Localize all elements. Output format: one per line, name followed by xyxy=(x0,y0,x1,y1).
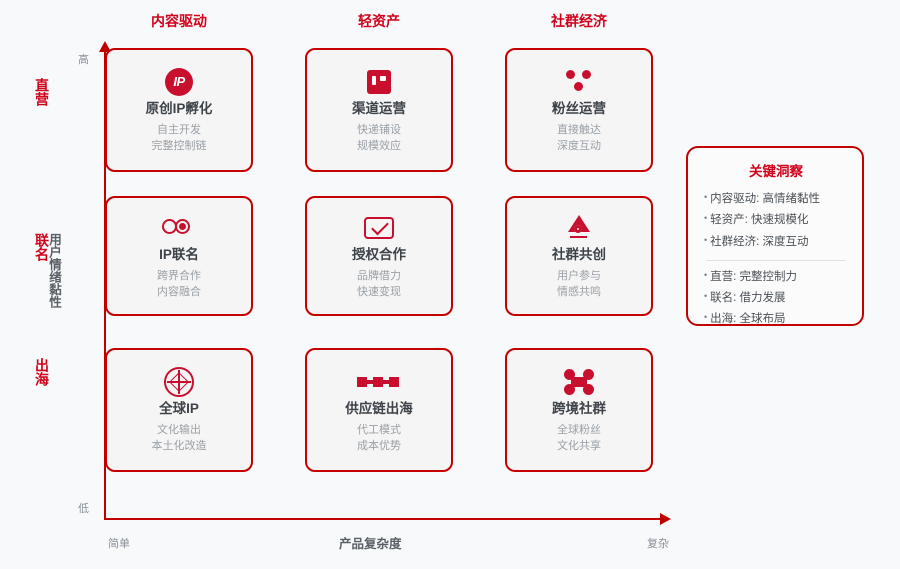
matrix-card-channel-ops[interactable]: 渠道运营 快递铺设 规模效应 xyxy=(305,48,453,172)
bullet-icon: • xyxy=(704,213,708,224)
x-axis-title: 产品复杂度 xyxy=(339,537,402,551)
matrix-card-supply-chain[interactable]: 供应链出海 代工模式 成本优势 xyxy=(305,348,453,472)
matrix-card-original-ip[interactable]: IP 原创IP孵化 自主开发 完整控制链 xyxy=(105,48,253,172)
bullet-icon: • xyxy=(704,234,708,245)
card-icon-wrap xyxy=(357,365,401,399)
card-title: 渠道运营 xyxy=(352,100,406,116)
bullet-icon: • xyxy=(704,269,708,280)
x-axis-end-label: 复杂 xyxy=(647,538,669,550)
insight-item: •出海: 全球布局 xyxy=(704,309,848,330)
insight-item-text: 联名: 借力发展 xyxy=(710,292,786,305)
bullet-icon: • xyxy=(704,291,708,302)
card-title: 跨境社群 xyxy=(552,400,606,416)
compass-globe-icon xyxy=(164,366,194,397)
card-subtitle-1: 跨界合作 xyxy=(157,270,201,283)
card-title: 授权合作 xyxy=(352,246,406,262)
insight-item: •社群经济: 深度互动 xyxy=(704,232,848,253)
insight-item: •直营: 完整控制力 xyxy=(704,267,848,288)
card-title: 粉丝运营 xyxy=(552,100,606,116)
card-subtitle-2: 本土化改造 xyxy=(151,440,207,453)
linked-rings-icon xyxy=(162,218,196,238)
matrix-card-licensing[interactable]: 授权合作 品牌借力 快速变现 xyxy=(305,196,453,316)
insight-item-text: 出海: 全球布局 xyxy=(710,313,786,326)
row-label-going-global: 出海 xyxy=(34,358,50,386)
card-icon-wrap xyxy=(564,65,594,99)
key-insight-panel: 关键洞察 •内容驱动: 高情绪黏性 •轻资产: 快速规模化 •社群经济: 深度互… xyxy=(686,146,864,326)
card-icon-wrap xyxy=(162,211,196,245)
check-box-icon xyxy=(364,216,394,239)
card-title: 社群共创 xyxy=(552,246,606,262)
insight-item: •联名: 借力发展 xyxy=(704,288,848,309)
card-icon-wrap xyxy=(364,211,394,245)
card-title: 供应链出海 xyxy=(345,400,413,416)
column-header-content-driven: 内容驱动 xyxy=(151,13,207,29)
insight-item-text: 社群经济: 深度互动 xyxy=(710,235,809,248)
card-subtitle-1: 快递铺设 xyxy=(357,124,401,137)
ip-badge-icon: IP xyxy=(165,67,193,96)
x-axis-line xyxy=(104,518,669,520)
matrix-card-cross-border-community[interactable]: 跨境社群 全球粉丝 文化共享 xyxy=(505,348,653,472)
card-title: 原创IP孵化 xyxy=(145,100,213,116)
insight-item: •轻资产: 快速规模化 xyxy=(704,210,848,231)
fan-dots-icon xyxy=(564,69,594,95)
insight-item: •内容驱动: 高情绪黏性 xyxy=(704,189,848,210)
row-label-direct-sales: 直营 xyxy=(34,78,50,106)
card-subtitle-1: 代工模式 xyxy=(357,424,401,437)
matrix-card-global-ip[interactable]: 全球IP 文化输出 本土化改造 xyxy=(105,348,253,472)
card-subtitle-1: 自主开发 xyxy=(157,124,201,137)
column-header-community-economy: 社群经济 xyxy=(551,13,607,29)
channel-square-icon xyxy=(367,69,391,94)
matrix-card-community-cocreation[interactable]: 社群共创 用户参与 情感共鸣 xyxy=(505,196,653,316)
insight-item-text: 直营: 完整控制力 xyxy=(710,270,798,283)
card-icon-wrap xyxy=(566,211,592,245)
card-subtitle-2: 成本优势 xyxy=(357,440,401,453)
matrix-card-ip-collab[interactable]: IP联名 跨界合作 内容融合 xyxy=(105,196,253,316)
key-insight-title: 关键洞察 xyxy=(749,164,803,179)
card-subtitle-1: 文化输出 xyxy=(157,424,201,437)
card-subtitle-2: 文化共享 xyxy=(557,440,601,453)
card-subtitle-1: 用户参与 xyxy=(557,270,601,283)
insight-item-text: 内容驱动: 高情绪黏性 xyxy=(710,193,821,205)
card-subtitle-2: 深度互动 xyxy=(557,140,601,153)
card-subtitle-2: 规模效应 xyxy=(357,140,401,153)
x-axis-arrow-icon xyxy=(660,513,671,525)
x-axis-start-label: 简单 xyxy=(108,538,130,550)
card-subtitle-1: 品牌借力 xyxy=(357,270,401,283)
card-subtitle-2: 情感共鸣 xyxy=(557,286,601,299)
card-title: IP联名 xyxy=(159,246,199,262)
card-subtitle-1: 全球粉丝 xyxy=(557,424,601,437)
card-subtitle-2: 内容融合 xyxy=(157,286,201,299)
insight-item-text: 轻资产: 快速规模化 xyxy=(710,214,809,227)
supply-chain-icon xyxy=(357,375,401,389)
card-subtitle-1: 直接触达 xyxy=(557,124,601,137)
network-nodes-icon xyxy=(564,368,594,395)
card-icon-wrap: IP xyxy=(165,65,193,99)
y-axis-arrow-icon xyxy=(99,41,111,52)
card-subtitle-2: 快速变现 xyxy=(357,286,401,299)
column-header-asset-light: 轻资产 xyxy=(358,13,400,29)
triangle-alert-icon xyxy=(566,214,592,241)
bullet-icon: • xyxy=(704,192,708,202)
card-icon-wrap xyxy=(367,65,391,99)
bullet-icon: • xyxy=(704,312,708,323)
matrix-card-fan-ops[interactable]: 粉丝运营 直接触达 深度互动 xyxy=(505,48,653,172)
y-axis-low-tick: 低 xyxy=(78,503,89,515)
card-title: 全球IP xyxy=(159,400,199,416)
card-icon-wrap xyxy=(564,365,594,399)
card-icon-wrap xyxy=(164,365,194,399)
row-label-co-branding: 联名 xyxy=(34,233,50,261)
y-axis-title: 用户情绪黏性 xyxy=(47,233,61,308)
card-subtitle-2: 完整控制链 xyxy=(151,140,207,153)
y-axis-high-tick: 高 xyxy=(78,54,89,66)
insight-divider xyxy=(706,259,846,261)
